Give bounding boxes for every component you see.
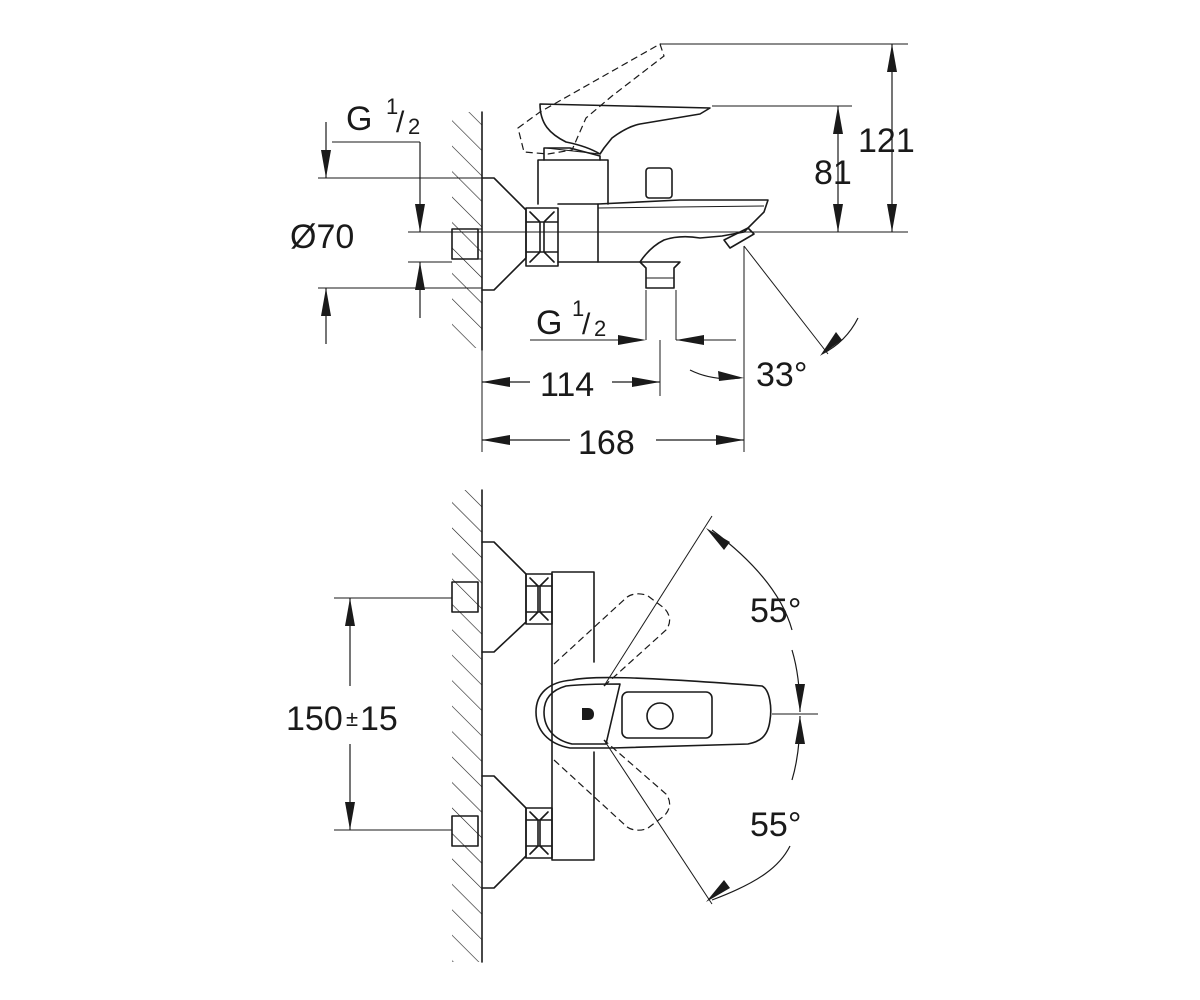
side-mixer-body bbox=[557, 203, 599, 263]
side-connector bbox=[451, 228, 479, 260]
front-handle-button bbox=[646, 702, 674, 730]
thread-top-den: 2 bbox=[408, 114, 420, 139]
depth-outlet-label: 114 bbox=[540, 366, 594, 404]
centers-pm-label: ± bbox=[346, 706, 358, 731]
side-cartridge bbox=[537, 159, 609, 205]
diameter-label: Ø70 bbox=[290, 218, 354, 256]
side-wall-hatch bbox=[452, 112, 482, 348]
side-diverter-knob bbox=[645, 167, 673, 199]
side-lever bbox=[539, 103, 711, 155]
side-view-labels: G 1 / 2 Ø70 121 81 G 1 / 2 114 168 33° bbox=[290, 94, 915, 462]
side-view bbox=[318, 43, 908, 452]
front-escutcheon-upper bbox=[481, 541, 527, 653]
thread-outlet-slash: / bbox=[582, 308, 591, 341]
thread-outlet-label: G bbox=[536, 304, 562, 342]
front-connector-upper bbox=[451, 581, 479, 613]
front-handle bbox=[535, 676, 772, 749]
side-outlet-stem bbox=[639, 261, 681, 289]
side-spout bbox=[597, 199, 769, 263]
depth-total-label: 168 bbox=[578, 424, 635, 462]
front-connector-lower bbox=[451, 815, 479, 847]
front-handle-rotated-up bbox=[553, 593, 671, 687]
front-handle-indicator bbox=[582, 708, 594, 720]
front-view bbox=[334, 489, 818, 963]
side-hex-nut bbox=[525, 207, 559, 267]
side-escutcheon bbox=[481, 177, 527, 291]
height-spout-label: 81 bbox=[814, 154, 852, 192]
thread-top-num: 1 bbox=[386, 94, 398, 119]
thread-top-slash: / bbox=[396, 106, 405, 139]
thread-outlet-den: 2 bbox=[594, 316, 606, 341]
handle-angle-up-label: 55° bbox=[750, 592, 801, 630]
centers-tol-label: 15 bbox=[360, 700, 398, 738]
handle-angle-down-label: 55° bbox=[750, 806, 801, 844]
front-hex-nut-lower bbox=[525, 807, 553, 859]
front-hex-nut-upper bbox=[525, 573, 553, 625]
side-aerator bbox=[723, 227, 755, 249]
height-total-label: 121 bbox=[858, 122, 915, 160]
thread-top-label: G bbox=[346, 100, 372, 138]
front-view-labels: 55° 55° 150 ± 15 bbox=[286, 592, 801, 844]
front-wall-hatch bbox=[452, 490, 482, 962]
front-body bbox=[551, 571, 595, 861]
front-handle-rotated-down bbox=[553, 739, 671, 831]
side-lever-raised bbox=[517, 43, 665, 155]
front-escutcheon-lower bbox=[481, 775, 527, 889]
centers-value-label: 150 bbox=[286, 700, 343, 738]
spout-angle-label: 33° bbox=[756, 356, 807, 394]
front-handle-insert bbox=[621, 691, 713, 739]
thread-outlet-num: 1 bbox=[572, 296, 584, 321]
